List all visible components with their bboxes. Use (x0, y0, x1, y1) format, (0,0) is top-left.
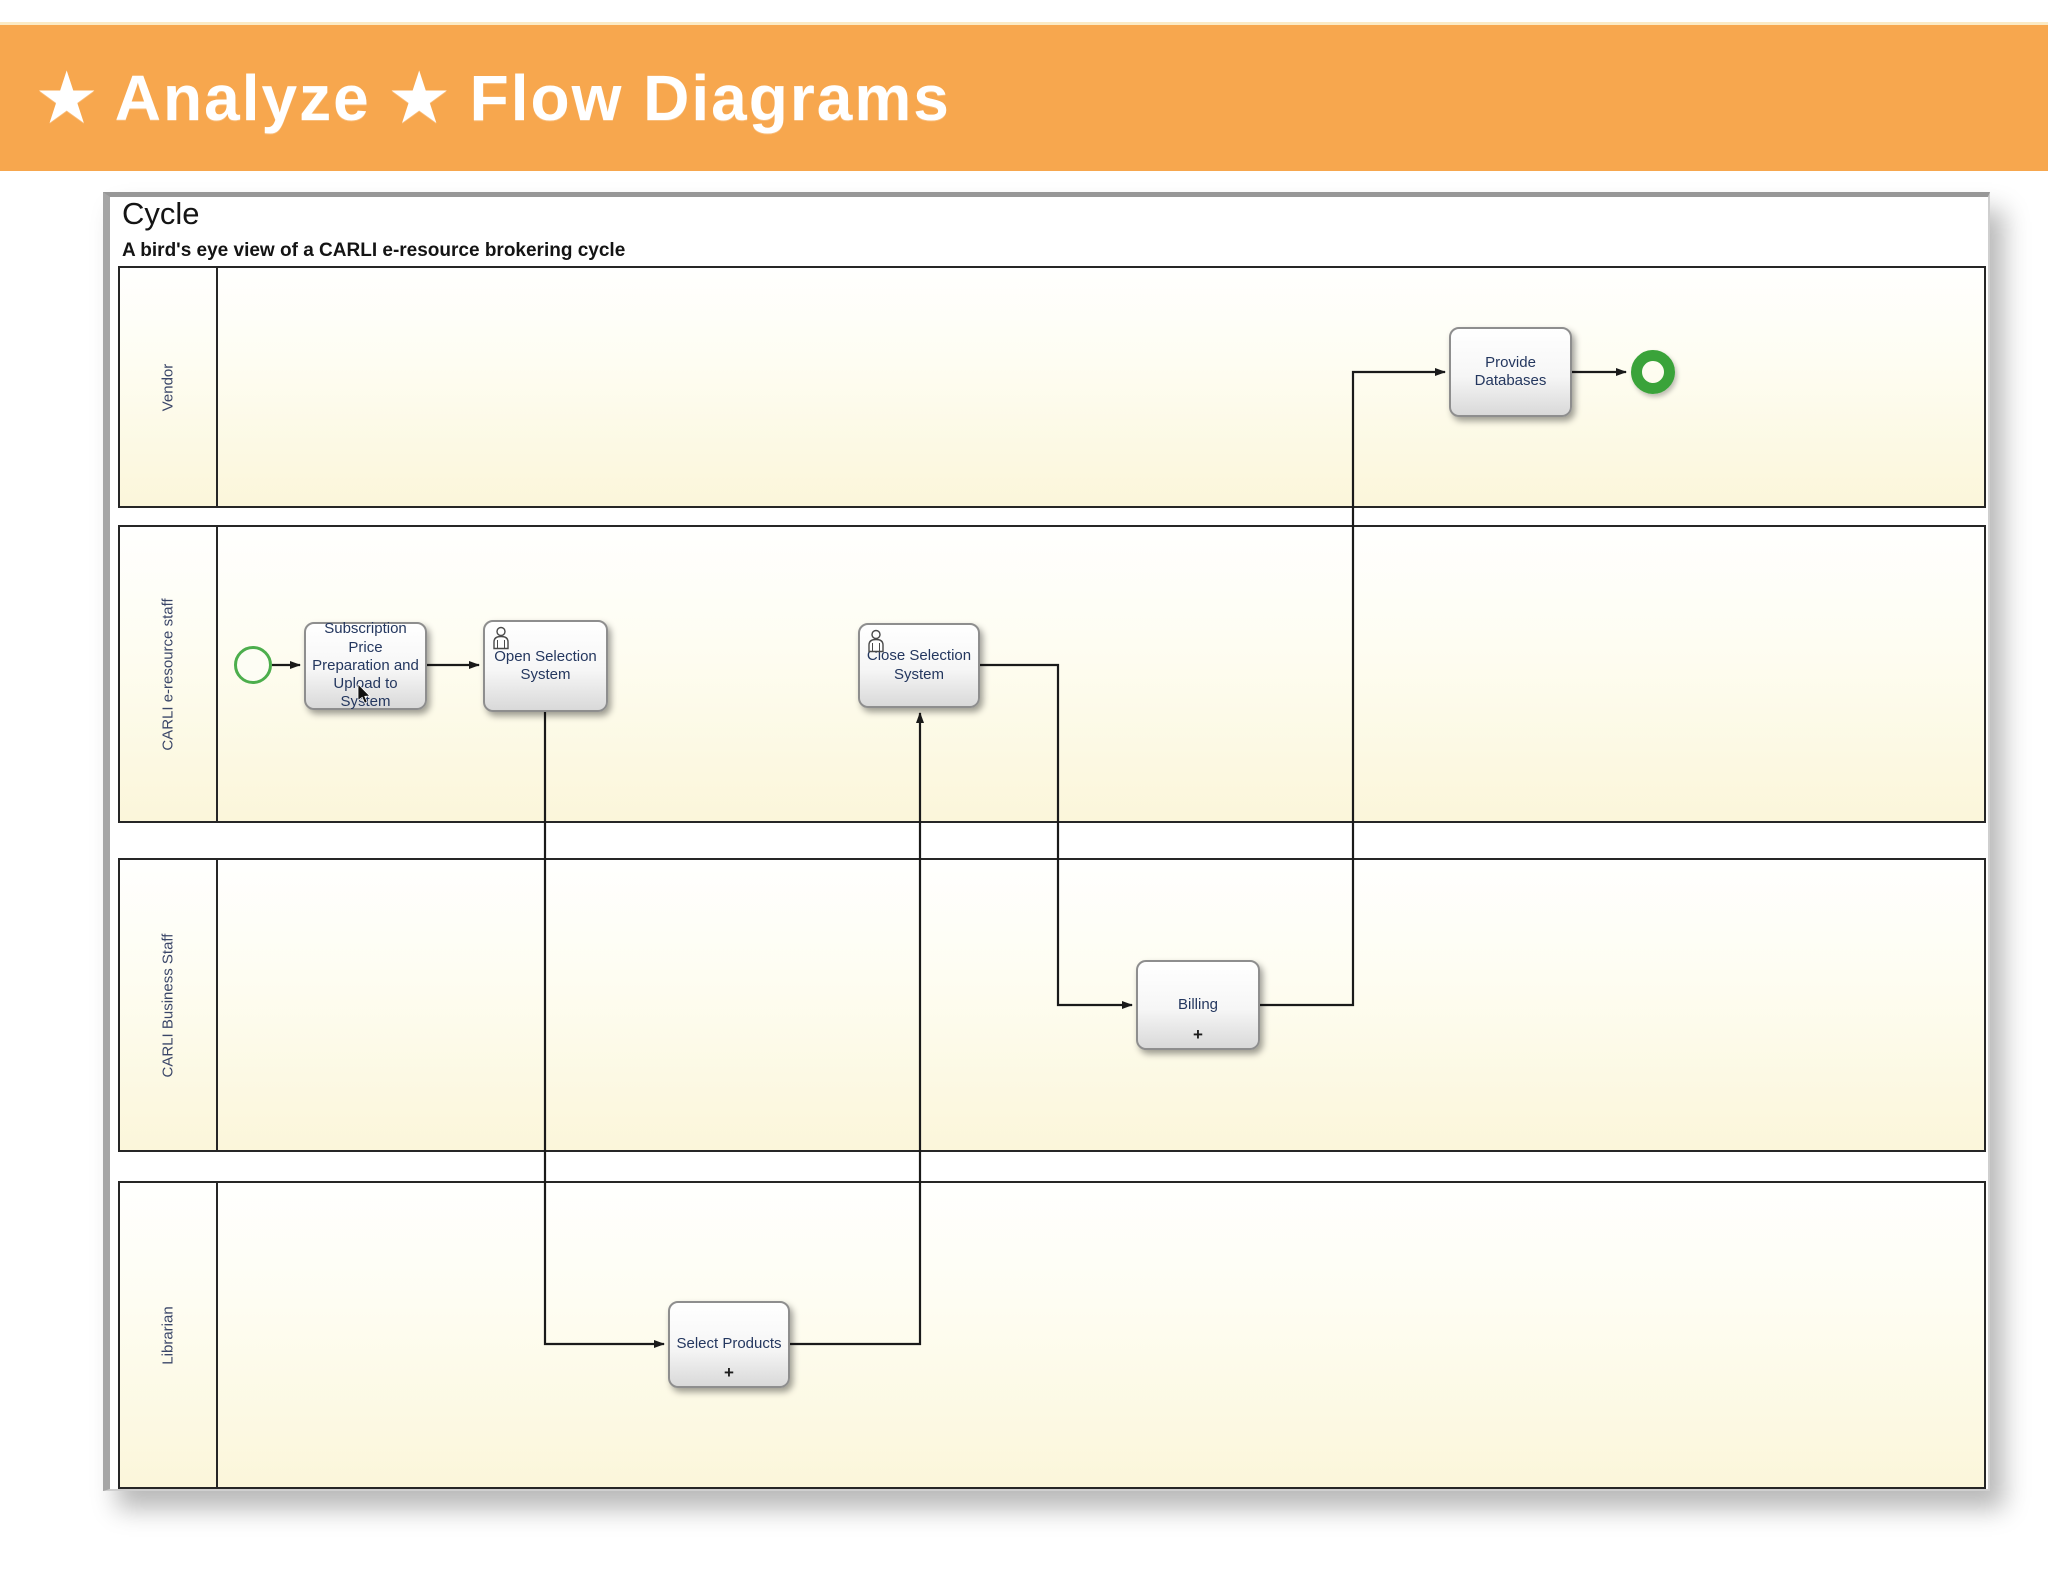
flow-close-to-billing (980, 663, 1133, 1009)
task-label: Select Products (676, 1335, 782, 1353)
task-label: Open Selection System (494, 647, 597, 683)
user-task-icon (868, 629, 884, 653)
task-billing[interactable]: Billing + (1136, 960, 1260, 1050)
page-title: ★ Analyze ★ Flow Diagrams (38, 61, 951, 134)
flow-select-products-to-close (790, 712, 924, 1346)
lane-label-divider (216, 1183, 218, 1487)
flow-billing-to-provide (1260, 368, 1446, 1007)
lane-librarian: Librarian (118, 1181, 1986, 1489)
task-provide-databases[interactable]: Provide Databases (1449, 327, 1572, 417)
task-label: Provide Databases (1474, 353, 1547, 389)
start-event-circle[interactable] (234, 646, 272, 684)
end-event-circle[interactable] (1631, 350, 1675, 394)
lane-vendor: Vendor (118, 266, 1986, 508)
lane-label-divider (216, 527, 218, 821)
task-open-selection-system[interactable]: Open Selection System (483, 620, 608, 712)
lane-carli-business-staff: CARLI Business Staff (118, 858, 1986, 1152)
user-task-icon (493, 626, 509, 650)
flow-open-to-select-products (543, 712, 665, 1348)
subprocess-plus-icon[interactable]: + (1193, 1025, 1203, 1045)
header-banner: ★ Analyze ★ Flow Diagrams (0, 22, 2048, 171)
subprocess-plus-icon[interactable]: + (724, 1363, 734, 1383)
task-label: Billing (1177, 995, 1219, 1013)
lane-carli-e-resource-staff: CARLI e-resource staff (118, 525, 1986, 823)
mouse-cursor-icon (357, 684, 371, 704)
task-close-selection-system[interactable]: Close Selection System (858, 623, 980, 708)
lane-label-divider (216, 268, 218, 506)
task-select-products[interactable]: Select Products + (668, 1301, 790, 1388)
diagram-subtitle: A bird's eye view of a CARLI e-resource … (122, 240, 626, 261)
diagram-title: Cycle (122, 196, 200, 231)
task-subscription-price-preparation[interactable]: Subscription Price Preparation and Uploa… (304, 620, 427, 710)
lane-label-divider (216, 860, 218, 1150)
task-label: Close Selection System (866, 647, 972, 683)
